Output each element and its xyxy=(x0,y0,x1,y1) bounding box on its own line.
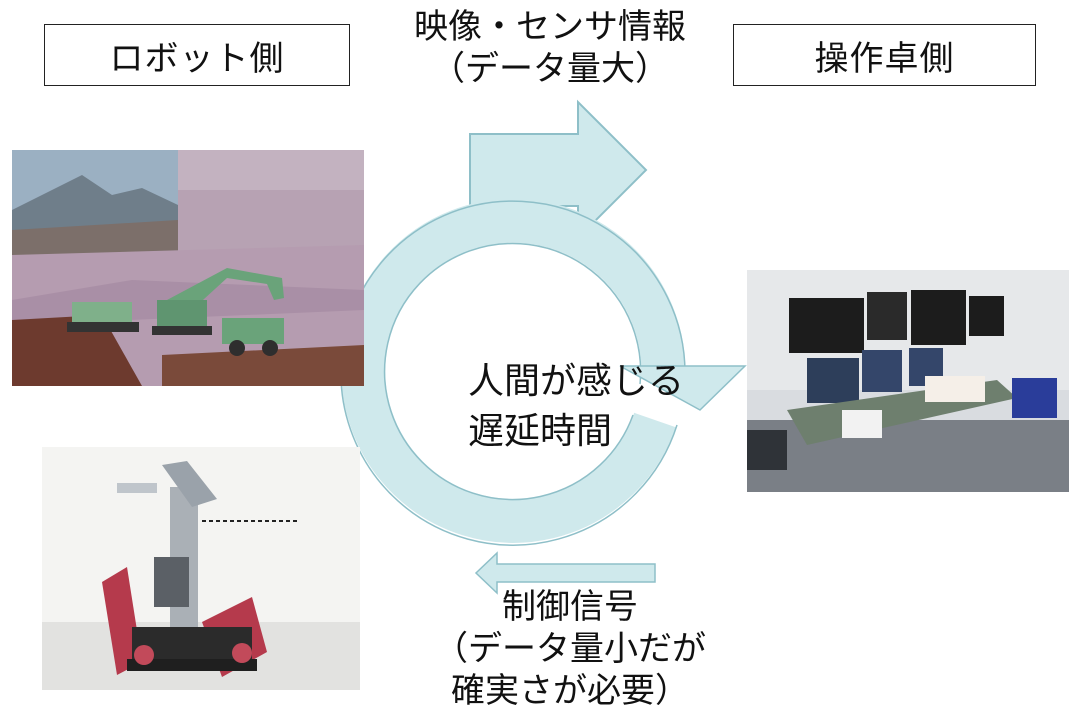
delay-caption: 人間が感じる 遅延時間 xyxy=(468,357,684,457)
delay-caption-line1: 人間が感じる xyxy=(468,361,685,402)
control-signal-arrow xyxy=(474,551,656,595)
control-signal-caption-line2: （データ量小だが xyxy=(434,629,706,669)
delay-cycle-ring xyxy=(341,198,686,543)
sensor-data-caption-line1: 映像・センサ情報 xyxy=(414,7,686,47)
delay-cycle-arrowhead xyxy=(619,365,747,411)
sensor-data-caption: 映像・センサ情報 （データ量大） xyxy=(390,6,710,90)
delay-cycle-ring-outline-inner xyxy=(383,242,642,501)
construction-site-photo xyxy=(12,150,364,386)
operator-side-label: 操作卓側 xyxy=(733,24,1036,86)
control-signal-caption-line1: 制御信号 xyxy=(502,587,638,627)
control-signal-caption-line3: 確実さが必要） xyxy=(451,671,689,711)
sensor-data-caption-line2: （データ量大） xyxy=(431,49,669,89)
robot-side-label: ロボット側 xyxy=(44,24,350,86)
delay-caption-line2: 遅延時間 xyxy=(468,411,613,452)
control-signal-caption: 制御信号 （データ量小だが 確実さが必要） xyxy=(420,586,720,712)
operator-console-photo xyxy=(747,270,1069,492)
crawler-robot-photo xyxy=(42,447,360,690)
